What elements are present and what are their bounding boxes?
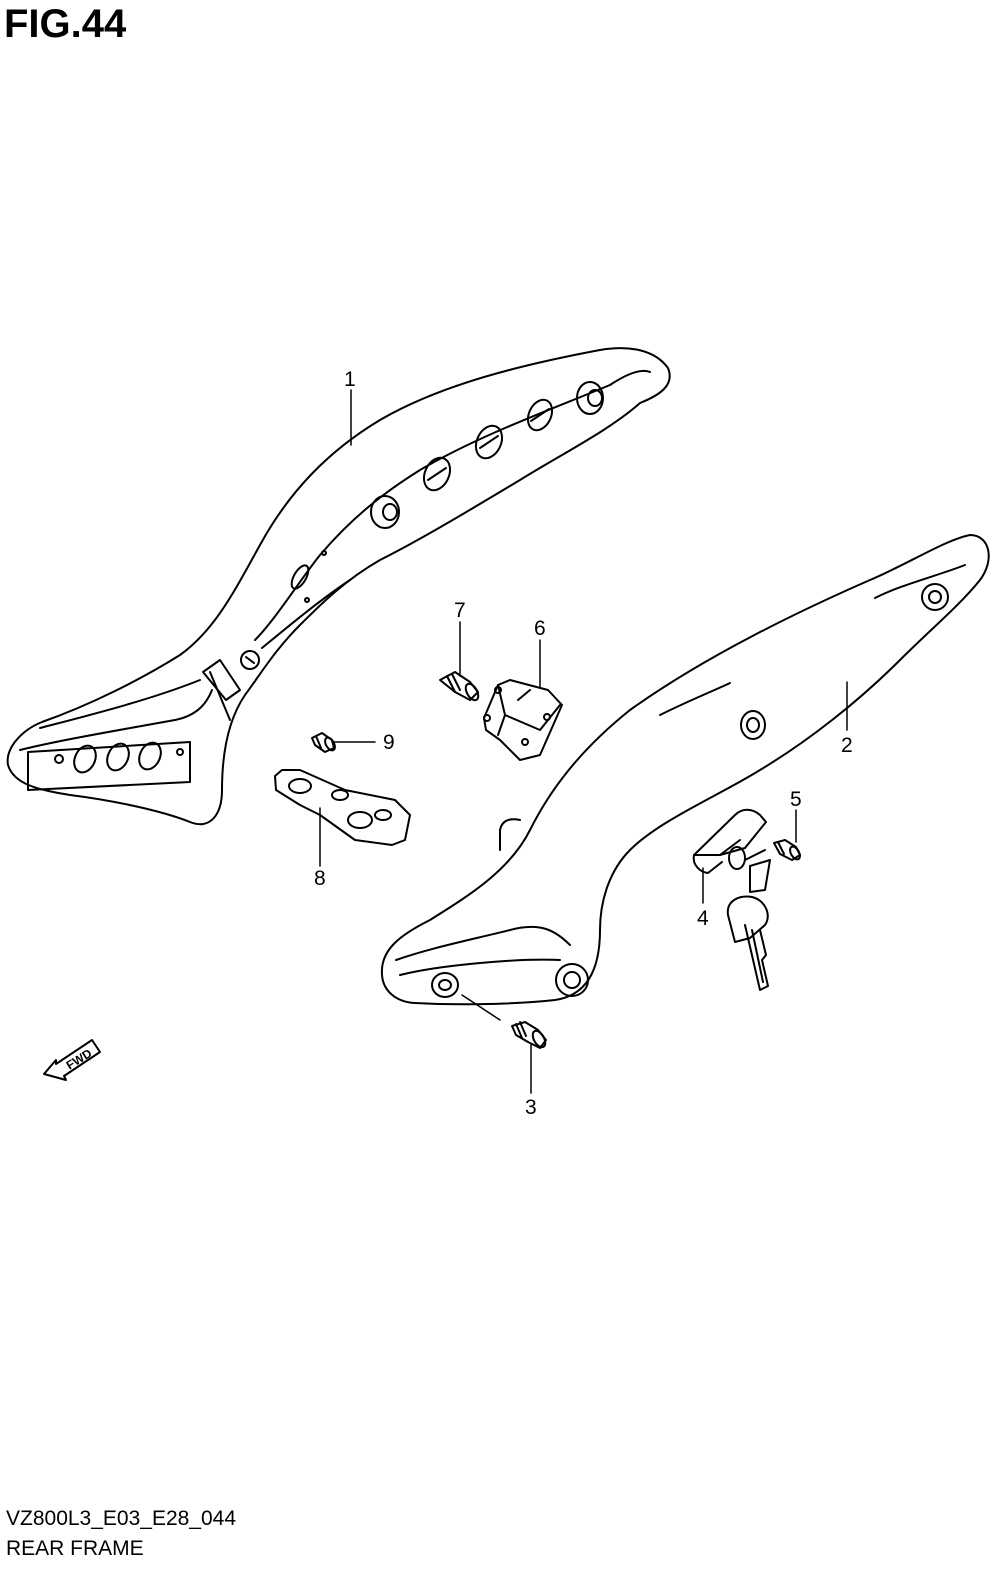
- mounting-boss: [921, 583, 949, 611]
- callout-2: 2: [841, 734, 853, 757]
- callout-1: 1: [344, 368, 356, 391]
- callout-5: 5: [790, 788, 802, 811]
- rear-frame-right[interactable]: [380, 534, 990, 1006]
- fwd-label: FWD: [64, 1046, 95, 1073]
- callout-3: 3: [525, 1096, 537, 1119]
- lock-key: [726, 859, 771, 991]
- callout-6: 6: [534, 617, 546, 640]
- bolt-part-7[interactable]: [439, 671, 481, 702]
- screw-part-5[interactable]: [773, 839, 802, 861]
- bolt-part-3[interactable]: [511, 1021, 548, 1049]
- callout-9: 9: [383, 731, 395, 754]
- mounting-boss: [431, 972, 459, 998]
- bushing: [370, 495, 400, 529]
- bracket[interactable]: [483, 679, 563, 761]
- figure-code: VZ800L3_E03_E28_044: [6, 1507, 237, 1530]
- rear-frame-left[interactable]: [6, 347, 671, 826]
- helmet-lock[interactable]: [692, 808, 767, 874]
- callout-7: 7: [454, 599, 466, 622]
- mounting-boss: [740, 710, 766, 740]
- figure-name: REAR FRAME: [6, 1537, 144, 1560]
- forward-arrow-icon: FWD: [43, 1039, 101, 1081]
- leader-lines: [319, 389, 848, 1094]
- mounting-boss: [555, 963, 589, 997]
- bushing: [576, 381, 604, 415]
- callout-8: 8: [314, 867, 326, 890]
- callout-4: 4: [697, 907, 709, 930]
- figure-title: FIG.44: [4, 2, 127, 46]
- callout-numbers: 1 2 3 4 5 6 7 8 9: [314, 368, 853, 1119]
- plate[interactable]: [274, 769, 411, 846]
